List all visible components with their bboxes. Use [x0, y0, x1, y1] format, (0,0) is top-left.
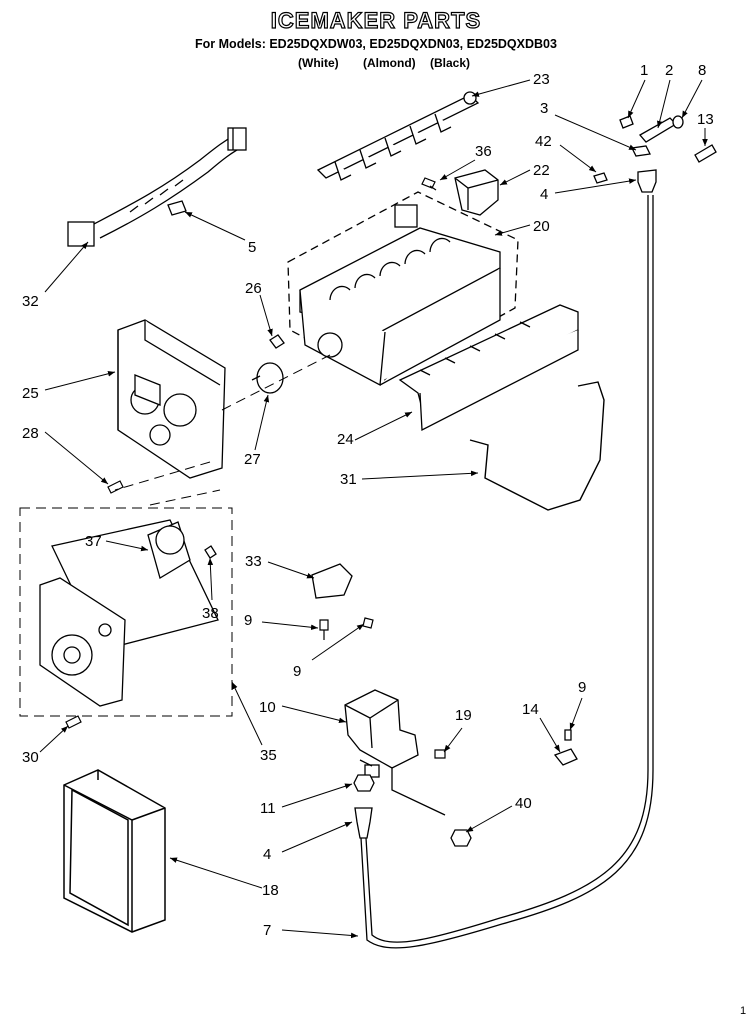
- color-label-black: (Black): [430, 56, 471, 70]
- callout-24: 24: [337, 431, 354, 448]
- callout-31: 31: [340, 471, 357, 488]
- callout-9-a: 9: [244, 612, 252, 629]
- page-number: 1: [740, 1005, 746, 1017]
- fill-cup: [454, 169, 499, 216]
- callout-leaders: [39, 79, 708, 939]
- callout-13: 13: [697, 111, 714, 128]
- callout-4-upper: 4: [540, 186, 548, 203]
- clamp-14: [553, 729, 578, 766]
- color-label-white: (White): [298, 56, 339, 70]
- ejector-assembly: [316, 91, 480, 181]
- inlet-fittings: [593, 115, 717, 193]
- bracket-33: [311, 563, 353, 599]
- nut-11: [353, 774, 375, 792]
- callout-26: 26: [245, 280, 262, 297]
- callout-9-c: 9: [578, 679, 586, 696]
- callout-19: 19: [455, 707, 472, 724]
- callout-9-b: 9: [293, 663, 301, 680]
- screws-9-upper: [319, 617, 374, 640]
- callout-35: 35: [260, 747, 277, 764]
- wire-clip: [167, 200, 187, 216]
- callout-1: 1: [640, 62, 648, 79]
- model-numbers: For Models: ED25DQXDW03, ED25DQXDN03, ED…: [195, 37, 557, 51]
- callout-numbers: 1 2 8 13 3 42 4 23 36 22 20 5 32 26 25 2…: [22, 62, 714, 939]
- callout-30: 30: [22, 749, 39, 766]
- motor-shaft-gear: [251, 334, 285, 394]
- filter-cover: [63, 769, 166, 933]
- callout-18: 18: [262, 882, 279, 899]
- shutoff-arm: [469, 381, 605, 511]
- callout-14: 14: [522, 701, 539, 718]
- screw-19: [434, 749, 446, 759]
- callout-42: 42: [535, 133, 552, 150]
- callout-37: 37: [85, 533, 102, 550]
- wire-harness: [67, 127, 247, 247]
- callout-23: 23: [533, 71, 550, 88]
- callout-33: 33: [245, 553, 262, 570]
- callout-40: 40: [515, 795, 532, 812]
- callout-4-lower: 4: [263, 846, 271, 863]
- ice-mold: [287, 191, 519, 387]
- callout-32: 32: [22, 293, 39, 310]
- callout-25: 25: [22, 385, 39, 402]
- callout-28: 28: [22, 425, 39, 442]
- water-tube: [360, 195, 654, 949]
- ice-stripper: [398, 304, 579, 432]
- callout-3: 3: [540, 100, 548, 117]
- module-components: [39, 519, 219, 707]
- callout-27: 27: [244, 451, 261, 468]
- water-valve: [344, 689, 446, 816]
- fitting-4-lower: [354, 807, 373, 839]
- callout-20: 20: [533, 218, 550, 235]
- assembly-guide-lines: [19, 354, 331, 717]
- nut-40: [450, 829, 472, 847]
- callout-11: 11: [260, 800, 276, 817]
- callout-22: 22: [533, 162, 550, 179]
- callout-5: 5: [248, 239, 256, 256]
- color-label-almond: (Almond): [363, 56, 416, 70]
- callout-38: 38: [202, 605, 219, 622]
- control-housing: [117, 319, 226, 479]
- callout-2: 2: [665, 62, 673, 79]
- diagram-title: ICEMAKER PARTS: [270, 7, 482, 33]
- callout-7: 7: [263, 922, 271, 939]
- screw-30: [65, 715, 82, 729]
- callout-10: 10: [259, 699, 276, 716]
- callout-8: 8: [698, 62, 706, 79]
- screw-36: [421, 177, 437, 191]
- screw-28: [107, 480, 124, 494]
- callout-36: 36: [475, 143, 492, 160]
